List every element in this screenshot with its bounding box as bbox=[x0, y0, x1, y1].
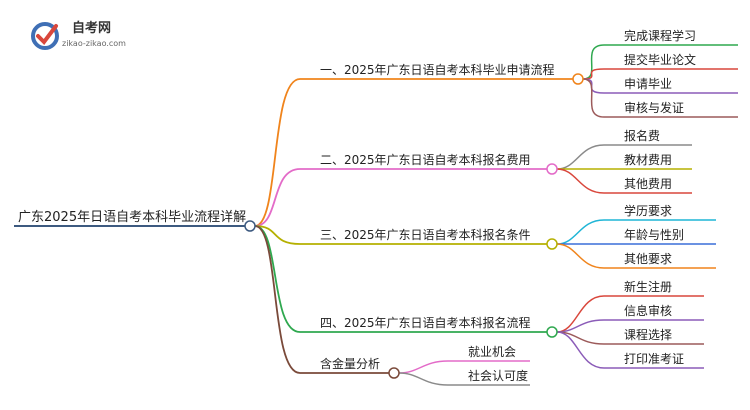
root-to-branch-edge bbox=[254, 78, 301, 227]
leaf-label: 完成课程学习 bbox=[624, 28, 696, 43]
mind-map-edges bbox=[254, 44, 605, 386]
branch-to-leaf-edge bbox=[582, 78, 605, 94]
logo-ring-icon bbox=[31, 22, 59, 50]
leaf-label: 新生注册 bbox=[624, 279, 672, 294]
leaf-label: 信息审核 bbox=[624, 303, 672, 318]
branch-to-leaf-edge bbox=[398, 372, 449, 386]
branch-label: 四、2025年广东日语自考本科报名流程 bbox=[320, 315, 531, 330]
branch-to-leaf-edge bbox=[582, 78, 605, 118]
leaf-label: 报名费 bbox=[624, 128, 660, 143]
leaf-label: 提交毕业论文 bbox=[624, 52, 696, 67]
logo: 自考网 zikao-zikao.com bbox=[0, 0, 140, 52]
branch-node-dot[interactable] bbox=[546, 238, 558, 250]
branch-node-dot[interactable] bbox=[388, 367, 400, 379]
branch-to-leaf-edge bbox=[556, 144, 605, 170]
branch-node-dot[interactable] bbox=[572, 73, 584, 85]
leaf-label: 课程选择 bbox=[624, 327, 672, 342]
branch-node-dot[interactable] bbox=[546, 326, 558, 338]
leaf-label: 其他要求 bbox=[624, 252, 672, 266]
leaf-label: 申请毕业 bbox=[624, 77, 672, 91]
logo-url: zikao-zikao.com bbox=[62, 39, 126, 48]
branch-to-leaf-edge bbox=[556, 243, 605, 269]
root-to-branch-edge bbox=[254, 225, 301, 245]
branch-to-leaf-edge bbox=[556, 168, 605, 194]
branch-to-leaf-edge bbox=[556, 331, 605, 369]
leaf-label: 学历要求 bbox=[624, 203, 672, 218]
logo-mark: 自考网 zikao-zikao.com bbox=[31, 20, 126, 50]
root-label: 广东2025年日语自考本科毕业流程详解 bbox=[18, 210, 246, 225]
mind-map-nodes: 广东2025年日语自考本科毕业流程详解 一、2025年广东日语自考本科毕业申请流程… bbox=[14, 28, 738, 386]
leaf-label: 就业机会 bbox=[468, 345, 516, 359]
branch-label: 三、2025年广东日语自考本科报名条件 bbox=[320, 227, 531, 242]
leaf-label: 社会认可度 bbox=[468, 368, 528, 383]
leaf-label: 审核与发证 bbox=[624, 100, 684, 115]
branch-label: 含金量分析 bbox=[320, 356, 380, 371]
logo-check-icon bbox=[36, 24, 58, 46]
leaf-label: 打印准考证 bbox=[624, 352, 684, 366]
root-node-dot[interactable] bbox=[244, 220, 256, 232]
branch-to-leaf-edge bbox=[582, 68, 605, 80]
leaf-label: 教材费用 bbox=[624, 152, 672, 167]
root-to-branch-edge bbox=[254, 225, 301, 374]
leaf-label: 年龄与性别 bbox=[624, 228, 684, 242]
branch-to-leaf-edge bbox=[556, 219, 605, 245]
root-to-branch-edge bbox=[254, 168, 301, 227]
leaf-label: 其他费用 bbox=[624, 177, 672, 191]
branch-label: 一、2025年广东日语自考本科毕业申请流程 bbox=[320, 62, 555, 77]
logo-name: 自考网 bbox=[72, 20, 111, 36]
branch-to-leaf-edge bbox=[582, 44, 605, 80]
branch-to-leaf-edge bbox=[398, 360, 449, 374]
branch-node-dot[interactable] bbox=[546, 163, 558, 175]
branch-label: 二、2025年广东日语自考本科报名费用 bbox=[320, 152, 531, 167]
branch-to-leaf-edge bbox=[556, 295, 605, 333]
